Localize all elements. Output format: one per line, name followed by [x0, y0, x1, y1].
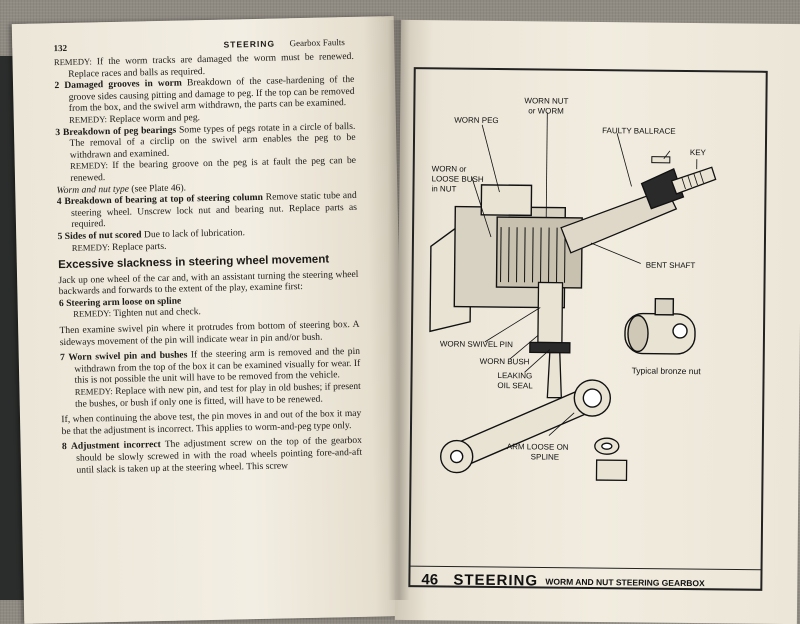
label-worn-bush: WORN BUSH [480, 357, 530, 367]
plate-title: STEERING [453, 572, 538, 590]
fault-item-5: 5 Sides of nut scored Due to lack of lub… [57, 225, 357, 254]
label-worn-peg: WORN PEG [454, 116, 499, 125]
plate-border [409, 68, 766, 590]
label-bent-shaft: BENT SHAFT [646, 261, 696, 271]
label-or-worm: or WORM [528, 106, 564, 115]
label-loose-bush: LOOSE BUSH [432, 174, 484, 184]
page-number: 132 [53, 43, 67, 55]
label-in-nut: in NUT [431, 184, 456, 193]
fault-item-8: 8 Adjustment incorrect The adjustment sc… [62, 435, 363, 476]
key-icon [652, 157, 670, 163]
steering-shaft [561, 166, 716, 255]
left-page-text: 132 STEERING Gearbox Faults REMEDY: If t… [53, 37, 362, 476]
label-arm-loose-on: ARM LOOSE ON [507, 442, 569, 452]
label-spline: SPLINE [531, 452, 560, 461]
plate-number: 46 [421, 571, 438, 588]
steering-gearbox-diagram: WORN NUT or WORM WORN PEG FAULTY BALLRAC… [407, 66, 773, 600]
fault-item-7: 7 Worn swivel pin and bushes If the stee… [60, 346, 361, 410]
spline-nut-illustration [594, 438, 626, 480]
caption-rule [410, 566, 762, 570]
plate-subtitle: WORM AND NUT STEERING GEARBOX [545, 577, 705, 589]
bronze-nut-illustration [625, 298, 696, 354]
header-subtitle: Gearbox Faults [289, 37, 344, 50]
fault-title: Sides of nut scored [65, 229, 142, 242]
header-title: STEERING [223, 39, 275, 52]
label-typical-bronze-nut: Typical bronze nut [632, 365, 702, 376]
label-key: KEY [690, 148, 707, 157]
label-worn-nut: WORN NUT [524, 96, 568, 105]
label-worn-swivel-pin: WORN SWIVEL PIN [440, 339, 513, 349]
steering-arm-illustration [441, 378, 611, 474]
fault-item-3: 3 Breakdown of peg bearings Some types o… [55, 120, 356, 184]
label-leaking: LEAKING [498, 371, 533, 380]
label-oil-seal: OIL SEAL [497, 381, 533, 390]
label-worn-or: WORN or [432, 164, 467, 173]
book-gutter [388, 20, 410, 600]
fault-item-2: 2 Damaged grooves in worm Breakdown of t… [54, 74, 355, 127]
label-faulty-ballrace: FAULTY BALLRACE [602, 126, 676, 136]
